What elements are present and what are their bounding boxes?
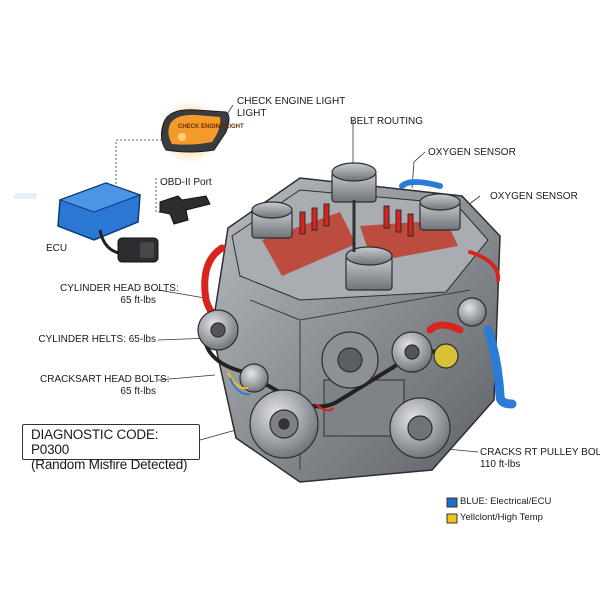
pulley-bolt-label: CRACKS RT PULLEY BOLT 110 ft-lbs [480,447,600,470]
legend-yellow: Yellclont/High Temp [460,512,543,523]
diagnostic-code: DIAGNOSTIC CODE: P0300 [31,427,159,457]
diagnostic-code-box: DIAGNOSTIC CODE: P0300 (Random Misfire D… [22,424,200,472]
cylinder-helts-label: CYLINDER HELTS: 65-lbs [38,334,156,345]
pistons [251,162,461,291]
check-engine-lamp: CHECK ENGINE LIGHT [158,100,244,164]
legend-blue: BLUE: Electrical/ECU [460,496,552,507]
cylinder-head-bolts-label: CYLINDER HEAD BOLTS: 65 ft-lbs [60,283,179,306]
belt-routing-label: BELT ROUTING [350,116,423,127]
spark-plugs [299,203,414,237]
ecu-module [13,182,159,263]
cracksart-head-bolts-label: CRACKSART HEAD BOLTS: 65 ft-lbs [40,374,170,397]
diagnostic-description: (Random Misfire Detected) [31,457,188,472]
obd-port [159,195,211,225]
check-lamp-caption: CHECK ENGINE LIGHT [178,124,244,130]
legend-yellow-swatch [446,513,458,524]
obd-port-label: OBD-II Port [160,177,212,188]
oxygen-sensor-label-2: OXYGEN SENSOR [490,191,578,202]
wiring [227,371,335,412]
check-engine-label: CHECK ENGINE LIGHT LIGHT [237,96,346,119]
pulleys [197,297,487,459]
oxygen-sensor-label-1: OXYGEN SENSOR [428,147,516,158]
ecu-label: ECU [46,243,68,254]
legend-blue-swatch [446,497,458,508]
